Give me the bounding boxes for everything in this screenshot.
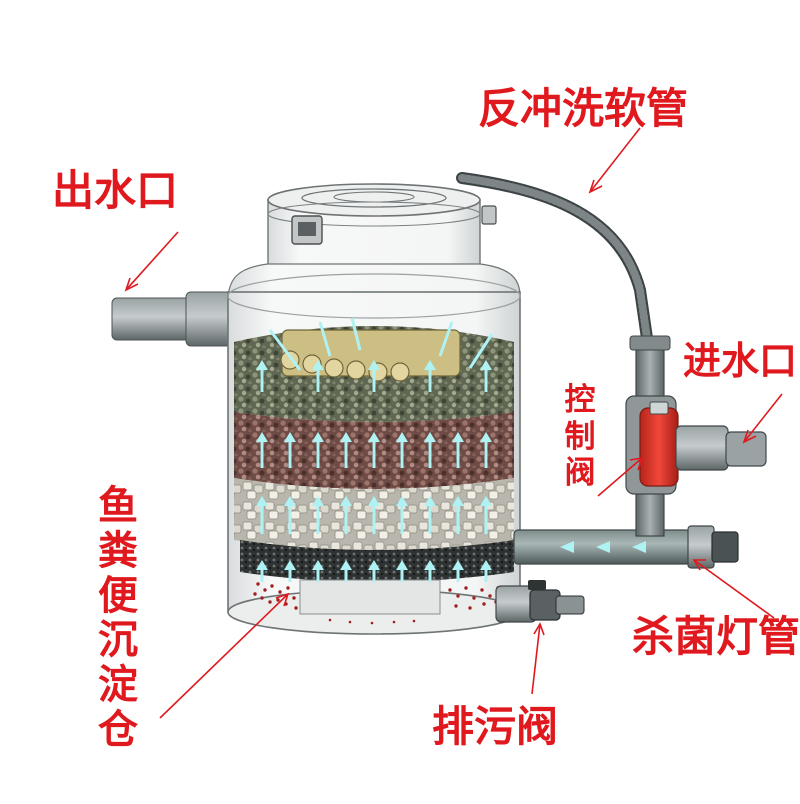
callout-arrows bbox=[124, 127, 783, 719]
flow-arrow-head bbox=[340, 560, 352, 570]
label-drain-valve: 排污阀 bbox=[432, 702, 559, 751]
flow-arrow-head bbox=[340, 496, 352, 506]
flow-arrow-diagonal bbox=[438, 321, 454, 357]
flow-arrow-head bbox=[256, 360, 268, 370]
flow-arrow-head bbox=[396, 496, 408, 506]
flow-arrow-head bbox=[480, 496, 492, 506]
label-uv-lamp: 杀菌灯管 bbox=[632, 612, 800, 661]
flow-arrow-head bbox=[368, 560, 380, 570]
flow-arrow-head bbox=[256, 560, 268, 570]
flow-arrow-diagonal bbox=[350, 317, 362, 351]
flow-arrow-head bbox=[340, 432, 352, 442]
flow-arrow-head bbox=[312, 560, 324, 570]
flow-arrow-head bbox=[424, 496, 436, 506]
flow-arrow-head bbox=[368, 496, 380, 506]
flow-arrow-head bbox=[368, 432, 380, 442]
flow-arrow-head bbox=[424, 432, 436, 442]
flow-arrow-head bbox=[284, 496, 296, 506]
flow-arrow-diagonal bbox=[268, 329, 302, 371]
flow-arrow-head bbox=[480, 560, 492, 570]
flow-arrow-head bbox=[452, 560, 464, 570]
label-control-valve: 控制阀 bbox=[564, 382, 596, 492]
flow-arrow-head bbox=[312, 496, 324, 506]
flow-arrow-head bbox=[368, 360, 380, 370]
flow-arrow-head bbox=[256, 432, 268, 442]
flow-arrow-head bbox=[284, 432, 296, 442]
label-backwash-hose: 反冲洗软管 bbox=[478, 84, 689, 133]
label-fish-waste-tank: 鱼粪便沉淀仓 bbox=[98, 483, 138, 753]
label-water-inlet: 进水口 bbox=[683, 339, 798, 383]
flow-arrow-head bbox=[312, 360, 324, 370]
flow-arrow-head bbox=[480, 360, 492, 370]
flow-arrow-diagonal bbox=[468, 333, 494, 369]
uv-flow-arrows bbox=[560, 541, 646, 553]
flow-arrow-head bbox=[312, 432, 324, 442]
flow-arrow-head bbox=[480, 432, 492, 442]
flow-arrows bbox=[256, 317, 494, 582]
bio-tube-bundle bbox=[280, 329, 461, 382]
flow-arrow-head bbox=[424, 560, 436, 570]
label-water-outlet: 出水口 bbox=[52, 166, 179, 215]
flow-arrow-head bbox=[256, 496, 268, 506]
flow-arrow-head bbox=[424, 360, 436, 370]
flow-arrow-head bbox=[284, 560, 296, 570]
flow-arrow-head bbox=[396, 560, 408, 570]
flow-arrow-diagonal bbox=[318, 321, 332, 357]
flow-arrow-head bbox=[452, 432, 464, 442]
flow-arrow-head bbox=[452, 496, 464, 506]
flow-arrow-head bbox=[396, 432, 408, 442]
